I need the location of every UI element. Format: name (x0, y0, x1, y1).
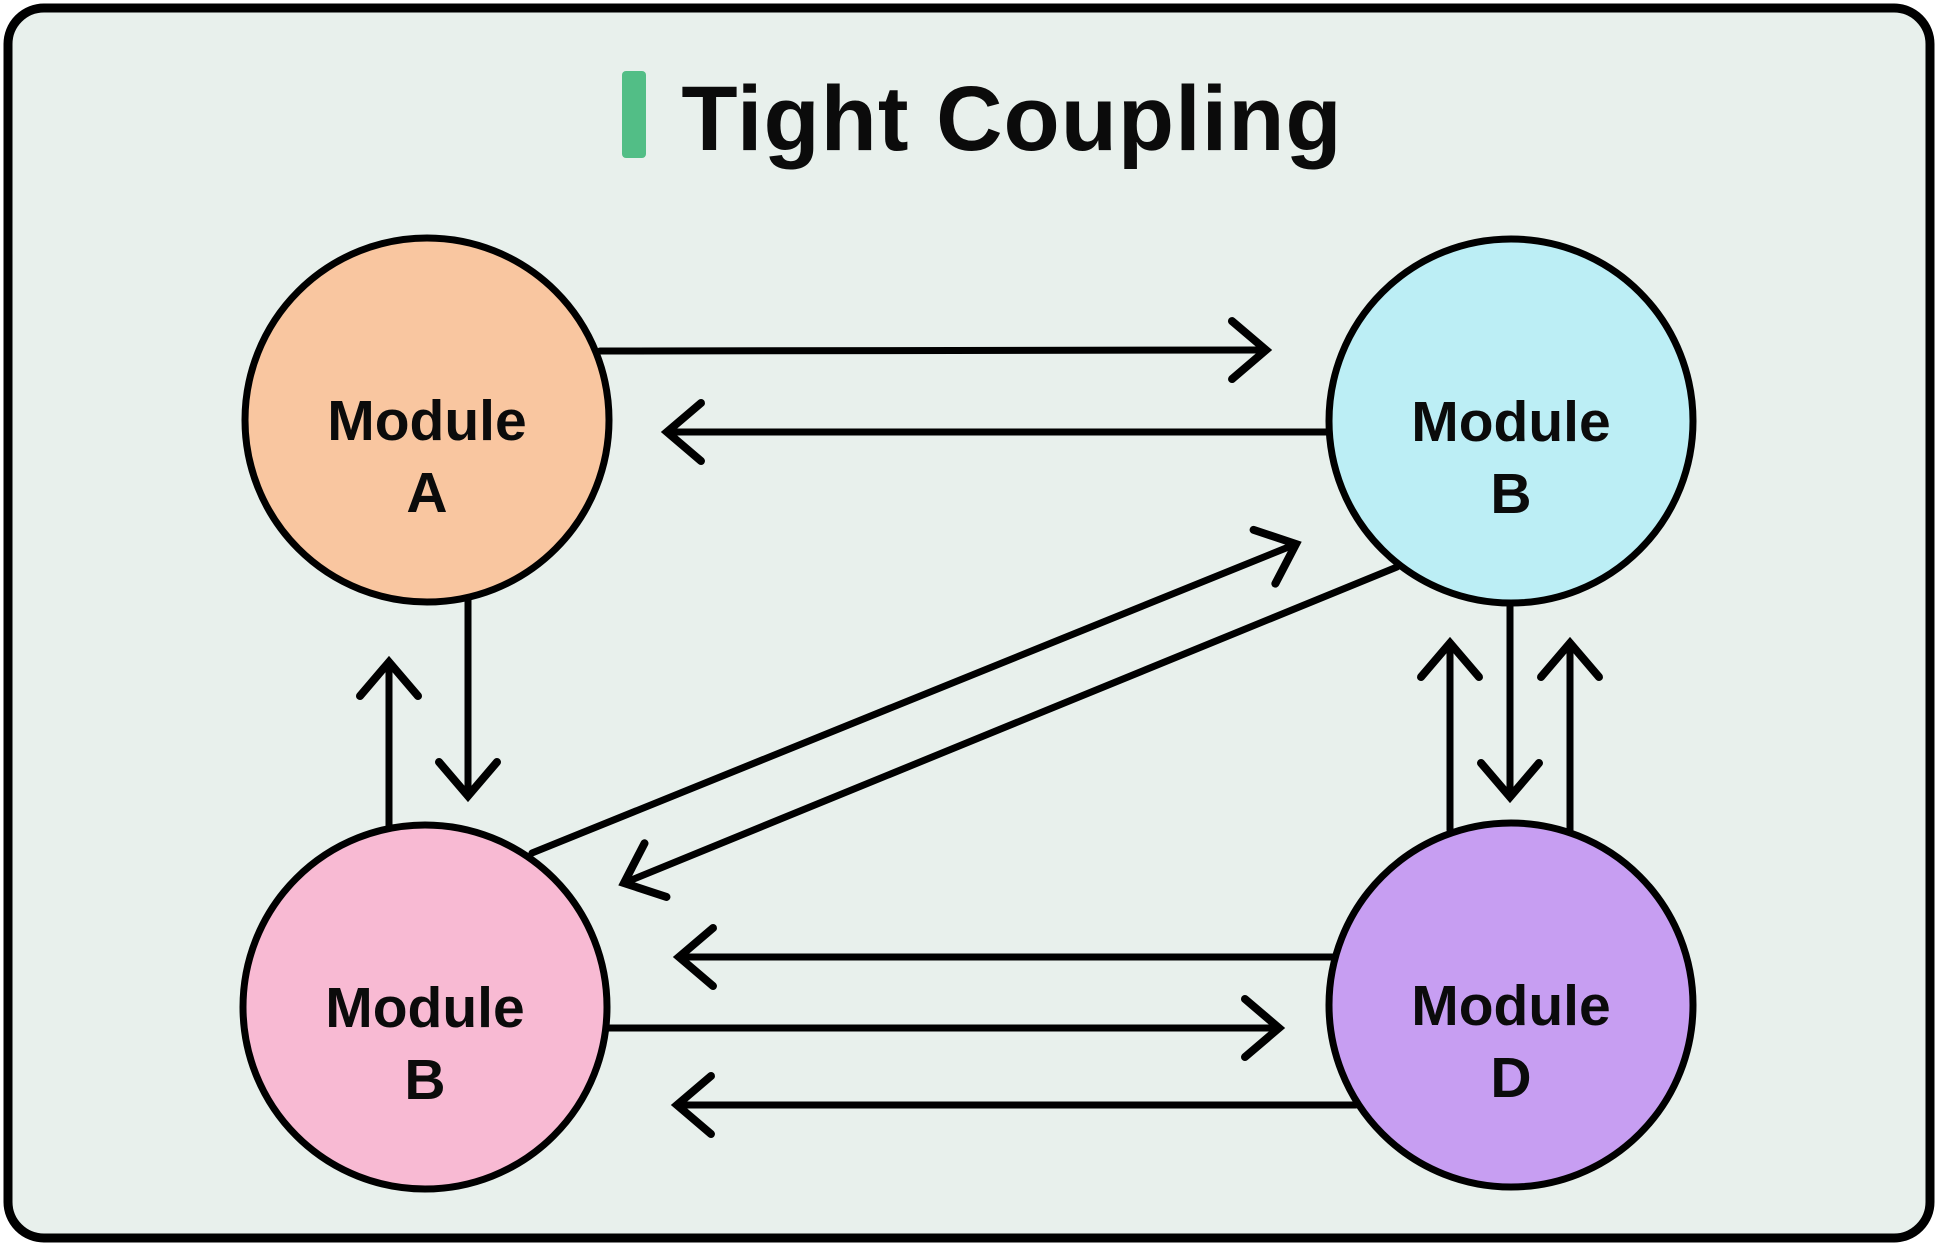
module-b-top-circle (1325, 235, 1697, 607)
node-module-b-top: Module B (1325, 235, 1697, 607)
module-b-bottom-label-line2: B (404, 1048, 445, 1112)
module-a-label-line2: A (406, 461, 447, 525)
arrow-b-bottom-to-b-top-diagonal (528, 525, 1302, 857)
arrow-a-to-b-top (596, 317, 1273, 384)
title-accent-bar (622, 71, 646, 158)
module-b-top-label-line2: B (1490, 462, 1531, 526)
page-title: Tight Coupling (681, 68, 1342, 170)
module-a-label-line1: Module (327, 389, 526, 453)
node-module-d: Module D (1325, 819, 1697, 1191)
module-d-circle (1325, 819, 1697, 1191)
module-b-bottom-circle (239, 821, 611, 1193)
module-b-top-label-line1: Module (1411, 390, 1610, 454)
node-module-a: Module A (241, 234, 613, 606)
module-a-circle (241, 234, 613, 606)
node-module-b-bottom: Module B (239, 821, 611, 1193)
arrow-b-top-to-b-bottom-diagonal (618, 563, 1401, 901)
module-b-bottom-label-line1: Module (325, 976, 524, 1040)
module-d-label-line1: Module (1411, 974, 1610, 1038)
module-d-label-line2: D (1490, 1046, 1531, 1110)
